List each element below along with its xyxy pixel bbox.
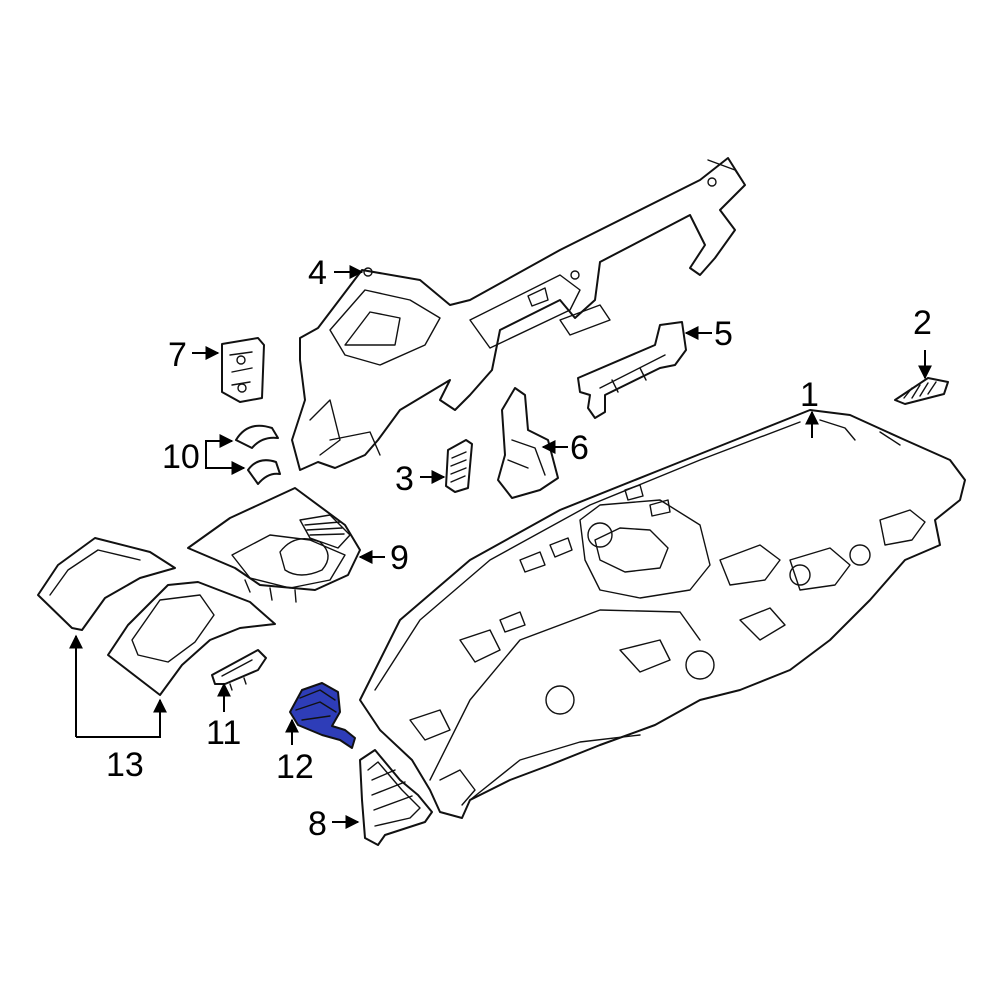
callout-6: 6 <box>570 429 589 467</box>
center-bracket-part[interactable] <box>497 387 559 499</box>
end-cap-part[interactable] <box>359 749 433 846</box>
leader-line-10 <box>205 434 234 455</box>
leader-line-13b <box>76 698 167 738</box>
callout-8: 8 <box>308 805 327 843</box>
highlighted-switch-bracket-part[interactable] <box>289 682 356 749</box>
callout-9: 9 <box>390 539 409 577</box>
trim-panel-part[interactable] <box>37 537 276 696</box>
leader-line-10b <box>205 455 246 475</box>
outer-vent-part[interactable] <box>894 377 949 405</box>
callout-5: 5 <box>714 315 733 353</box>
callout-10: 10 <box>162 438 200 476</box>
instrument-panel-part[interactable] <box>359 409 966 819</box>
callout-7: 7 <box>168 336 187 374</box>
callout-12: 12 <box>276 748 314 786</box>
bracket-part[interactable] <box>221 337 265 403</box>
callout-11: 11 <box>206 714 241 752</box>
callout-3: 3 <box>395 460 414 498</box>
clip-part[interactable] <box>211 649 267 691</box>
callout-13: 13 <box>106 746 144 784</box>
callout-1: 1 <box>800 376 819 414</box>
callout-4: 4 <box>308 254 327 292</box>
side-vent-part[interactable] <box>445 439 473 493</box>
cluster-hood-part[interactable] <box>187 487 361 603</box>
cross-car-beam-part[interactable] <box>291 157 746 471</box>
callout-2: 2 <box>913 304 932 342</box>
cover-cap-part[interactable] <box>235 424 281 485</box>
support-bracket-part[interactable] <box>577 321 687 419</box>
